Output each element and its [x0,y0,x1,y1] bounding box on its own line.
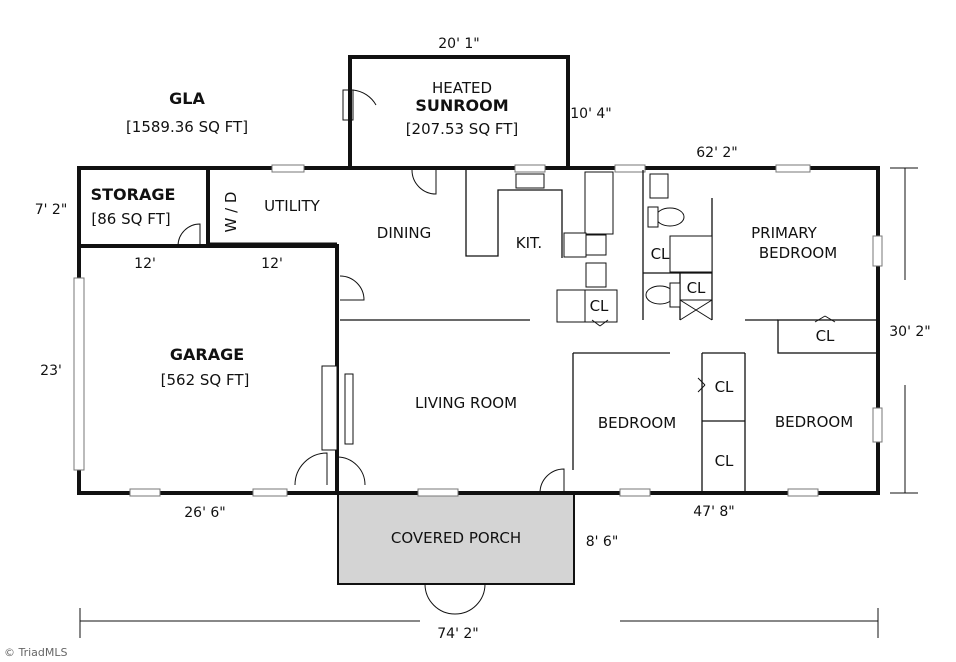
sunroom-label-2: SUNROOM [415,96,508,115]
storage-label: STORAGE [91,185,176,204]
primary-bedroom-label-2: BEDROOM [759,244,837,262]
dim-garage-height: 23' [40,363,62,379]
watermark: © TriadMLS [4,646,68,659]
garage-outline [77,244,339,495]
covered-porch-area [337,492,575,585]
kitchen-label: KIT. [516,234,542,252]
utility-label: UTILITY [264,197,321,215]
gla-title: GLA [169,89,205,108]
storage-outline [77,166,210,248]
dim-wall-2: 12' [261,256,283,272]
sunroom-outline [348,55,570,168]
dim-main-top: 62' 2" [696,145,737,161]
garage-area: [562 SQ FT] [161,371,250,389]
sunroom-area: [207.53 SQ FT] [406,120,519,138]
closet-label: CL [816,327,835,345]
dim-sunroom-width: 20' 1" [438,36,479,52]
covered-porch-label: COVERED PORCH [391,529,521,547]
sunroom-label-1: HEATED [432,79,492,97]
dim-overall-width: 74' 2" [437,626,478,642]
closet-label: CL [687,279,706,297]
kitchen-counters [465,170,618,323]
windows [73,164,883,497]
dining-label: DINING [377,224,431,242]
dim-right-side: 30' 2" [889,324,930,340]
closet-label: CL [715,378,734,396]
living-room-label: LIVING ROOM [415,394,517,412]
bedroom-1-label: BEDROOM [598,414,676,432]
primary-bedroom-label-1: PRIMARY [751,224,818,242]
dim-porch-depth: 8' 6" [586,534,619,550]
dim-main-bottom: 47' 8" [693,504,734,520]
dim-storage-height: 7' 2" [35,202,68,218]
garage-label: GARAGE [170,345,244,364]
closet-label: CL [590,297,609,315]
dimension-lines [79,167,918,638]
closet-label: CL [651,245,670,263]
dim-sunroom-depth: 10' 4" [570,106,611,122]
gla-area: [1589.36 SQ FT] [126,118,248,136]
dim-garage-width: 26' 6" [184,505,225,521]
closet-label: CL [715,452,734,470]
wd-label: W / D [222,192,240,233]
storage-area: [86 SQ FT] [91,210,170,228]
bedroom-2-label: BEDROOM [775,413,853,431]
bathroom-fixtures [645,173,713,308]
doors [177,89,836,615]
dim-wall-1: 12' [134,256,156,272]
